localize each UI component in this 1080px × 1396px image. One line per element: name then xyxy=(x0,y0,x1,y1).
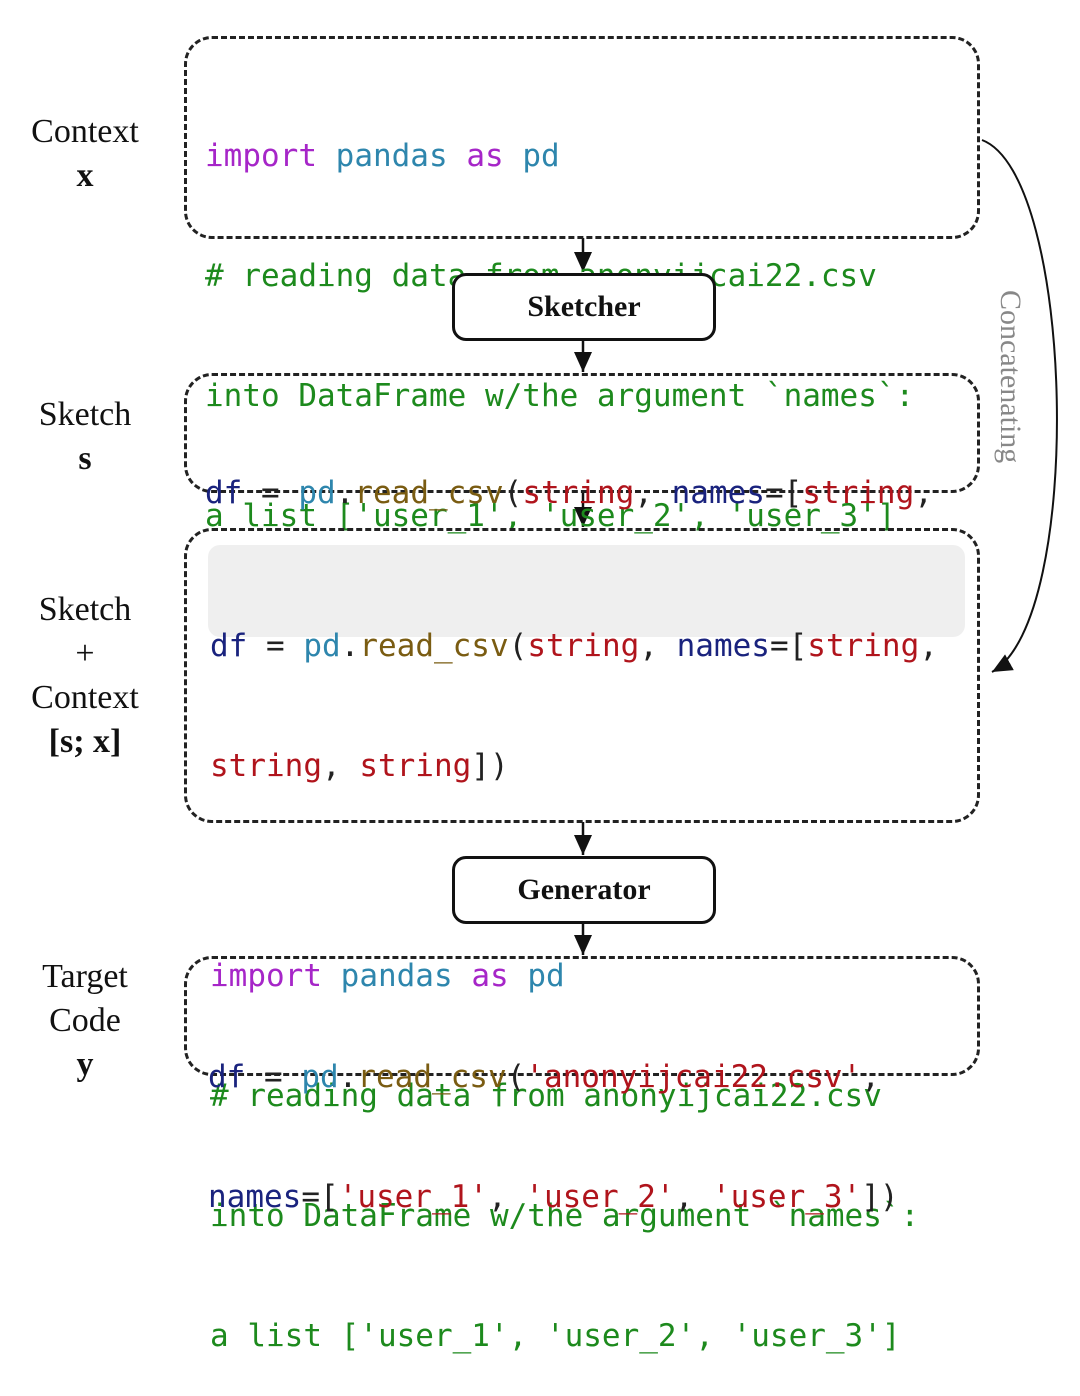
token-string: string xyxy=(802,475,915,511)
target-code: df = pd.read_csv('anonyijcai22.csv', nam… xyxy=(208,977,899,1257)
token-paren: ( xyxy=(503,475,523,511)
label-target: Target Code y xyxy=(10,955,160,1087)
label-combined-word1: Sketch xyxy=(38,591,132,628)
token-user-3: 'user_3' xyxy=(711,1179,862,1215)
token-paren: ( xyxy=(508,628,528,664)
token-dot: . xyxy=(338,1059,358,1095)
token-dot: . xyxy=(340,628,360,664)
token-string: string xyxy=(522,475,635,511)
token-string: string xyxy=(359,748,472,784)
token-pd: pd xyxy=(301,1059,339,1095)
target-code-box xyxy=(184,956,980,1076)
token-string: string xyxy=(210,748,322,784)
label-context-symbol: x xyxy=(76,157,94,194)
token-eq: = xyxy=(245,1059,302,1095)
label-target-word1: Target xyxy=(42,958,128,995)
sketch-box xyxy=(184,373,980,493)
token-pd: pd xyxy=(527,958,565,994)
token-user-1: 'user_1' xyxy=(338,1179,488,1215)
token-eq: = xyxy=(242,475,299,511)
label-combined-symbol: [s; x] xyxy=(48,723,122,760)
arrows xyxy=(574,139,1058,955)
combined-line-2: string, string]) xyxy=(210,746,938,786)
token-read-csv: read_csv xyxy=(354,475,504,511)
token-read-csv: read_csv xyxy=(359,628,509,664)
token-pd: pd xyxy=(298,475,336,511)
label-combined-plus: + xyxy=(75,635,95,672)
token-csv-literal: 'anonyijcai22.csv' xyxy=(525,1059,862,1095)
token-df: df xyxy=(208,1059,246,1095)
label-target-symbol: y xyxy=(76,1046,94,1083)
context-box xyxy=(184,36,980,239)
token-comma: , xyxy=(914,475,933,511)
code-line-import: import pandas as pd xyxy=(205,136,914,176)
token-eq-bracket: =[ xyxy=(769,628,808,664)
token-df: df xyxy=(210,628,248,664)
token-pd: pd xyxy=(303,628,341,664)
generator-box: Generator xyxy=(452,856,716,924)
token-import: import xyxy=(210,958,322,994)
token-names: names xyxy=(671,475,765,511)
token-names: names xyxy=(208,1179,302,1215)
combined-line-import: import pandas as pd xyxy=(210,956,938,996)
token-comma: , xyxy=(674,1179,712,1215)
token-as: as xyxy=(471,958,509,994)
token-df: df xyxy=(205,475,243,511)
token-read-csv: read_csv xyxy=(357,1059,507,1095)
sketch-highlight xyxy=(208,545,965,637)
token-comma: , xyxy=(919,628,938,664)
sketch-context-box xyxy=(184,528,980,823)
code-comment-2: into DataFrame w/the argument `names`: xyxy=(205,378,915,414)
sketch-line-1: df = pd.read_csv(string, names=[string, xyxy=(205,473,933,513)
label-context-word: Context xyxy=(31,113,139,150)
token-import: import xyxy=(205,138,317,174)
concatenating-text: Concatenating xyxy=(994,290,1027,463)
token-dot: . xyxy=(335,475,355,511)
label-context: Context x xyxy=(10,110,160,198)
token-names: names xyxy=(676,628,770,664)
label-sketch-word: Sketch xyxy=(38,396,132,433)
label-sketch: Sketch s xyxy=(10,393,160,481)
token-as: as xyxy=(466,138,504,174)
token-user-2: 'user_2' xyxy=(525,1179,675,1215)
token-close: ]) xyxy=(861,1179,899,1215)
label-sketch-context: Sketch + Context [s; x] xyxy=(10,588,160,764)
target-line-2: names=['user_1', 'user_2', 'user_3']) xyxy=(208,1177,899,1217)
token-string: string xyxy=(807,628,920,664)
token-pd: pd xyxy=(522,138,560,174)
token-close: ]) xyxy=(471,748,509,784)
token-pandas: pandas xyxy=(340,958,453,994)
concatenating-label: Concatenating xyxy=(994,290,1027,463)
token-comma: , xyxy=(487,1179,526,1215)
arrow-concatenating xyxy=(981,139,1058,673)
token-comma: , xyxy=(639,628,677,664)
token-comma: , xyxy=(321,748,360,784)
target-line-1: df = pd.read_csv('anonyijcai22.csv', xyxy=(208,1057,899,1097)
token-comma: , xyxy=(861,1059,880,1095)
token-paren: ( xyxy=(506,1059,526,1095)
label-target-word2: Code xyxy=(49,1002,121,1039)
token-comma: , xyxy=(634,475,672,511)
combined-line-1: df = pd.read_csv(string, names=[string, xyxy=(210,626,938,666)
label-combined-word2: Context xyxy=(31,679,139,716)
token-string: string xyxy=(527,628,640,664)
combined-comment-3: a list ['user_1', 'user_2', 'user_3'] xyxy=(210,1318,901,1354)
token-eq-bracket: =[ xyxy=(764,475,803,511)
token-eq: = xyxy=(247,628,304,664)
label-sketch-symbol: s xyxy=(78,440,92,477)
token-pandas: pandas xyxy=(335,138,448,174)
sketcher-box: Sketcher xyxy=(452,273,716,341)
token-eq-bracket: =[ xyxy=(301,1179,339,1215)
